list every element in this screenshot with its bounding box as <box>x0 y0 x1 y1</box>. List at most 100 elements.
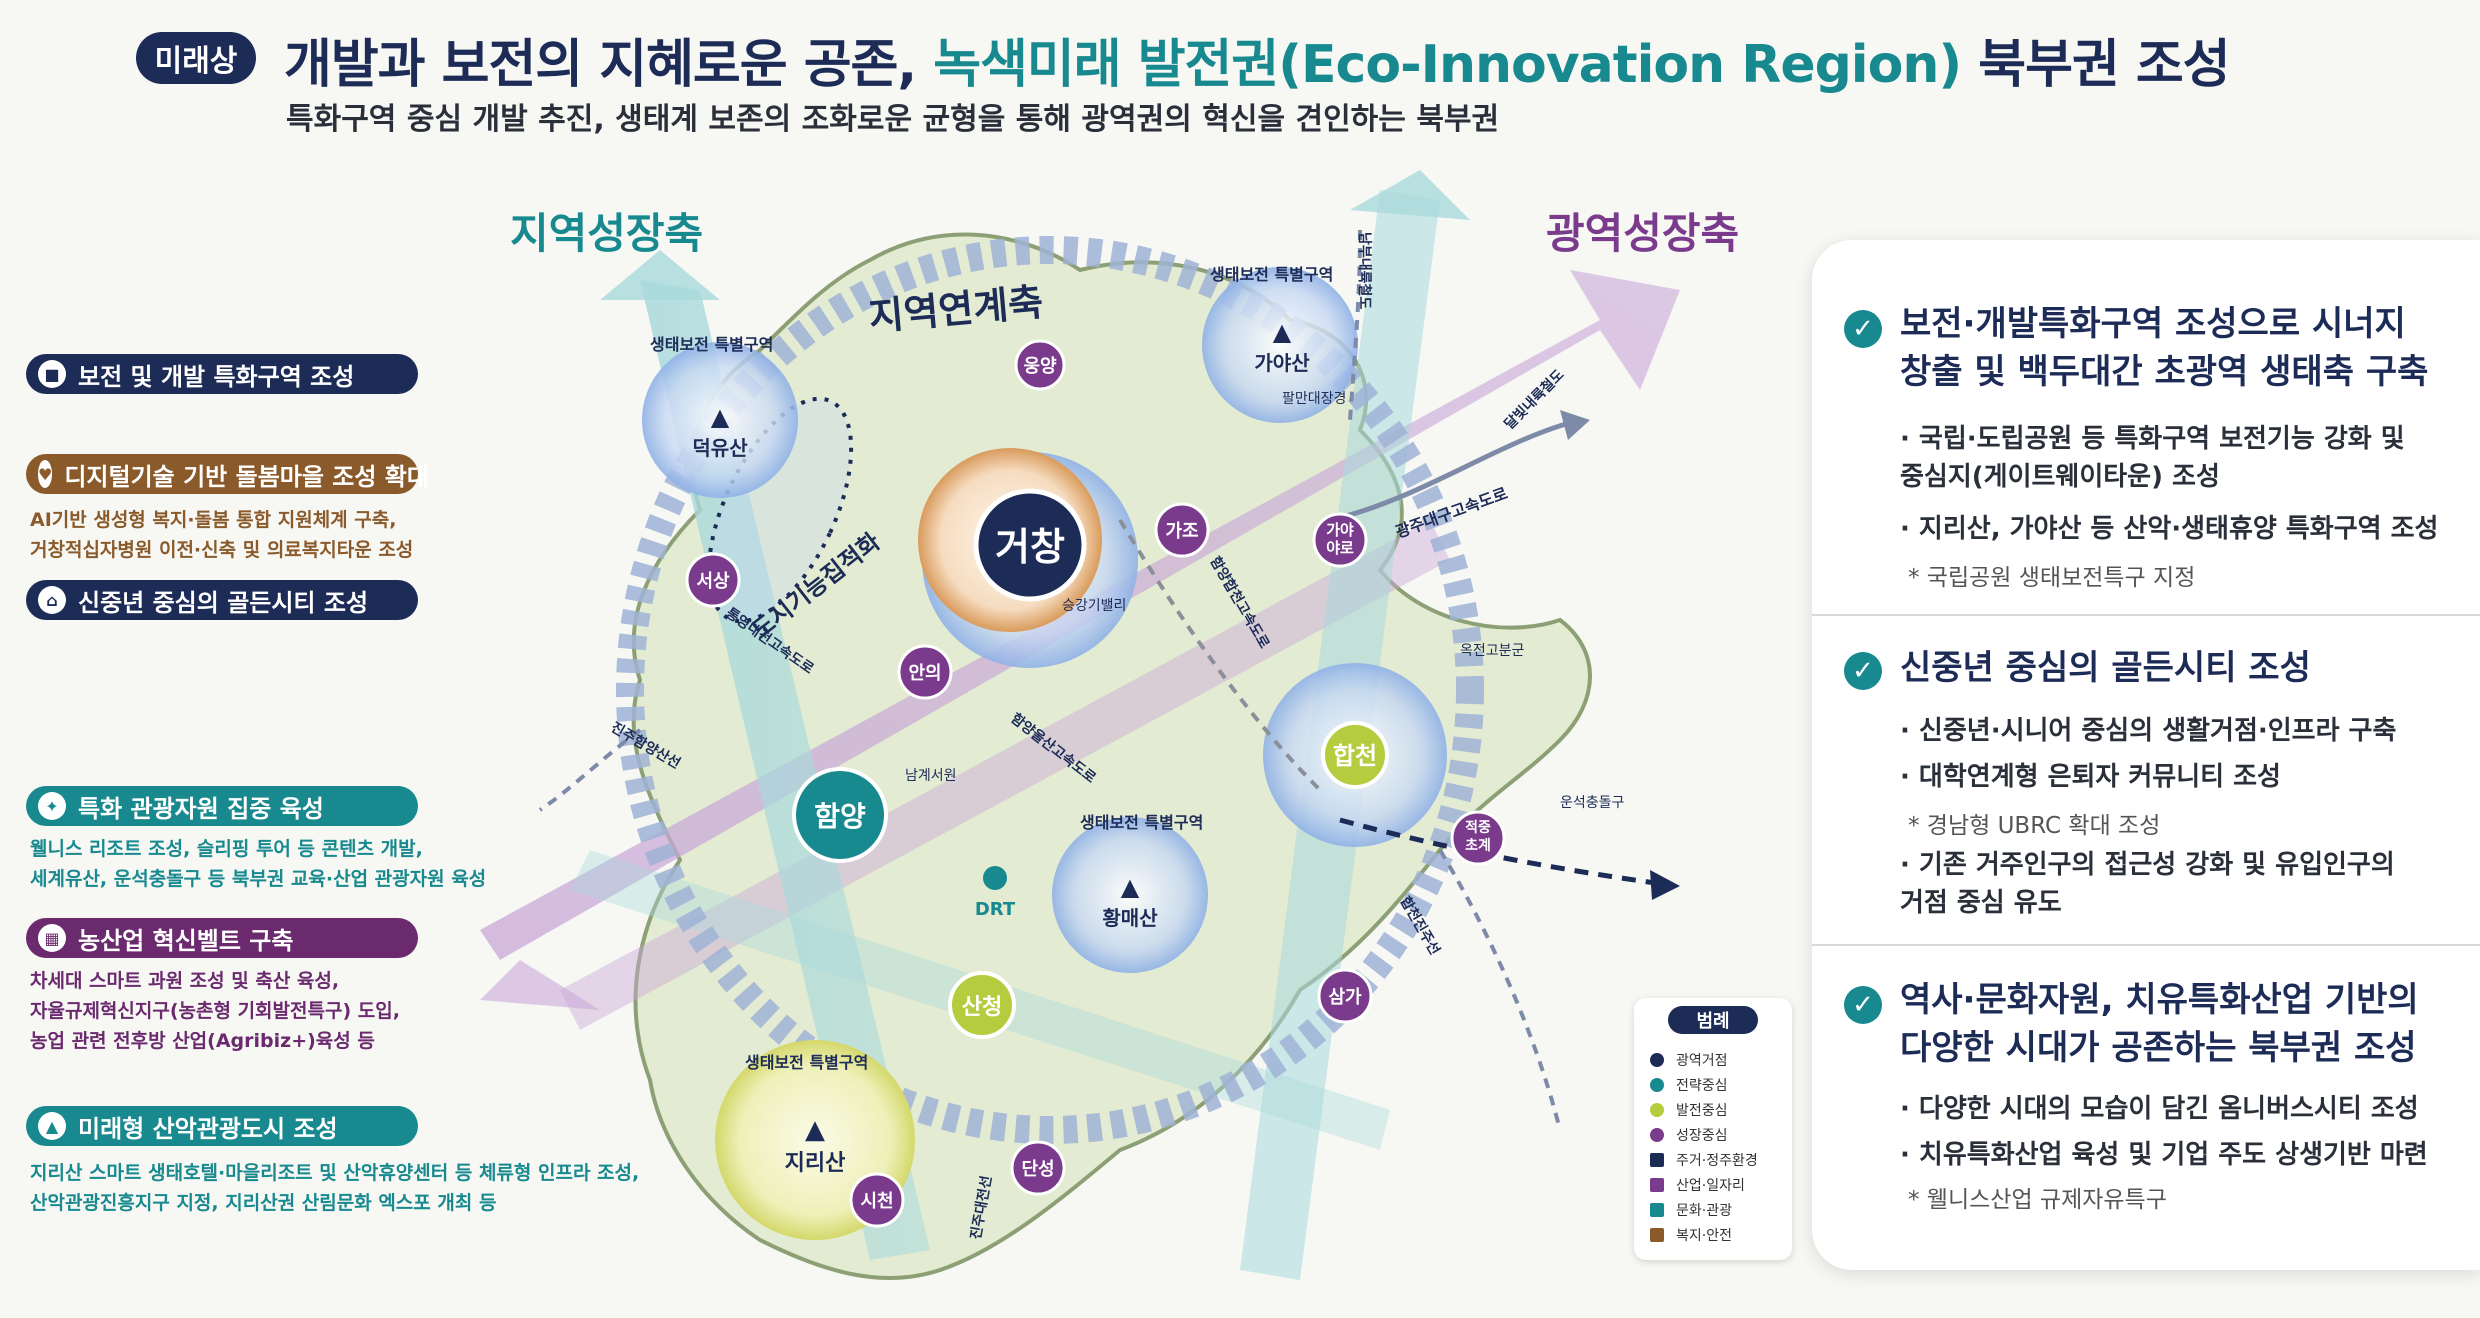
drt-label: DRT <box>975 899 1016 920</box>
mountain-icon: ▲ <box>1121 873 1140 901</box>
section2-bullets: · 신중년·시니어 중심의 생활거점·인프라 구축 · 대학연계형 은퇴자 커뮤… <box>1900 716 2397 792</box>
mountain-tourism-icon: ▲ <box>38 1112 66 1140</box>
jirisan-label: 지리산 <box>785 1151 846 1176</box>
section1-heading: 보전·개발특화구역 조성으로 시너지 창출 및 백두대간 초광역 생태축 구축 <box>1900 304 2429 392</box>
tourism-icon: ✦ <box>38 792 66 820</box>
dashed-line-north <box>1348 229 1362 421</box>
gayasan-zone <box>1202 267 1358 423</box>
regional-map: 웅양 가조 가야 야로 서상 안의 삼가 단성 시천 적중 초계 함양 합천 <box>480 170 1680 1281</box>
mountain-icon: ▲ <box>1273 318 1292 346</box>
divider <box>1812 944 2480 946</box>
left-item-tourism: ✦ 특화 관광자원 집중 육성 <box>26 786 418 826</box>
legend-item: 문화·관광 <box>1650 1200 1732 1220</box>
left-item-mountain-tourism: ▲ 미래형 산악관광도시 조성 <box>26 1106 418 1146</box>
section3-heading: 역사·문화자원, 치유특화산업 기반의 다양한 시대가 공존하는 북부권 조성 <box>1900 980 2419 1068</box>
section2-heading: 신중년 중심의 골든시티 조성 <box>1900 648 2311 688</box>
mountain-icon: ▲ <box>711 403 730 431</box>
hwangmaesan-label: 황매산 <box>1102 906 1158 930</box>
check-icon: ✓ <box>1844 652 1882 690</box>
svg-text:합천: 합천 <box>1333 742 1377 770</box>
eco-zone-label: 생태보전 특별구역 <box>745 1053 868 1072</box>
svg-text:웅양: 웅양 <box>1023 356 1057 377</box>
home-icon: ⌂ <box>38 586 66 614</box>
legend-title: 범례 <box>1668 1006 1758 1034</box>
legend-item: 발전중심 <box>1650 1100 1728 1120</box>
section2-note: * 경남형 UBRC 확대 조성 <box>1908 813 2161 839</box>
mountain-icon: ▲ <box>805 1115 825 1145</box>
left-item-label: 특화 관광자원 집중 육성 <box>78 794 324 823</box>
left-item-label: 보전 및 개발 특화구역 조성 <box>78 362 355 391</box>
railway-line <box>1329 417 1581 523</box>
link-axis-ring <box>616 236 1484 1144</box>
header-badge: 미래상 <box>136 32 256 84</box>
svg-text:시천: 시천 <box>860 1191 893 1212</box>
node-hamyang: 함양 <box>792 767 888 863</box>
page-title: 개발과 보전의 지혜로운 공존, 녹색미래 발전권(Eco-Innovation… <box>284 22 2231 97</box>
dashed-line-east <box>1339 817 1671 888</box>
building-icon: ■ <box>38 360 66 388</box>
legend-item: 성장중심 <box>1650 1125 1728 1145</box>
section3-note: * 웰니스산업 규제자유특구 <box>1908 1187 2167 1213</box>
node-sicheon: 시천 <box>849 1172 905 1228</box>
road-diagonal <box>1118 518 1322 792</box>
care-icon: ♥ <box>38 460 53 488</box>
svg-text:거창: 거창 <box>995 525 1065 569</box>
svg-text:야로: 야로 <box>1326 539 1354 557</box>
legend-item: 산업·일자리 <box>1650 1175 1745 1195</box>
gayasan-label: 가야산 <box>1254 351 1310 375</box>
svg-text:서상: 서상 <box>696 571 730 592</box>
namgye-label: 남계서원 <box>905 768 957 784</box>
eco-zone-label: 생태보전 특별구역 <box>1080 813 1203 832</box>
svg-text:단성: 단성 <box>1021 1159 1054 1180</box>
svg-text:적중: 적중 <box>1465 819 1491 836</box>
check-icon: ✓ <box>1844 310 1882 348</box>
title-end: 북부권 조성 <box>1961 35 2230 95</box>
divider <box>1812 614 2480 616</box>
svg-text:초계: 초계 <box>1465 838 1491 854</box>
wide-axis-title: 광역성장축 <box>1546 209 1740 258</box>
node-gajo: 가조 <box>1154 502 1210 558</box>
svg-text:가야: 가야 <box>1326 521 1354 539</box>
deogyusan-zone <box>642 342 798 498</box>
legend-item: 전략중심 <box>1650 1075 1728 1095</box>
section1-bullets: · 국립·도립공원 등 특화구역 보전기능 강화 및 중심지(게이트웨이타운) … <box>1900 424 2439 544</box>
hwangmaesan-zone <box>1052 817 1208 973</box>
left-desc-digital-care: AI기반 생성형 복지·돌봄 통합 지원체계 구축, 거창적십자병원 이전·신축… <box>30 509 414 561</box>
urban-corridor <box>706 396 854 624</box>
eco-zone-label: 생태보전 특별구역 <box>650 335 773 354</box>
left-item-golden-city: ⌂ 신중년 중심의 골든시티 조성 <box>26 580 418 620</box>
eco-zone-label: 생태보전 특별구역 <box>1210 265 1333 284</box>
left-item-conservation: ■ 보전 및 개발 특화구역 조성 <box>26 354 418 394</box>
okjeon-label: 옥전고분군 <box>1460 643 1525 659</box>
node-samga: 삼가 <box>1317 968 1373 1024</box>
node-ungyang: 웅양 <box>1014 339 1066 391</box>
svg-text:함양: 함양 <box>814 800 866 833</box>
section3-bullets: · 다양한 시대의 모습이 담긴 옴니버스시티 조성 · 치유특화산업 육성 및… <box>1900 1094 2428 1170</box>
left-item-label: 미래형 산악관광도시 조성 <box>78 1114 338 1143</box>
legend-item: 광역거점 <box>1650 1050 1728 1070</box>
node-geochang: 거창 <box>973 488 1087 602</box>
legend-item: 주거·정주환경 <box>1650 1150 1758 1170</box>
left-item-digital-care: ♥ 디지털기술 기반 돌봄마을 조성 확대 <box>26 454 429 494</box>
regional-axis-title: 지역성장축 <box>510 209 704 258</box>
node-gaya-yaro: 가야 야로 <box>1312 512 1368 568</box>
svg-text:삼가: 삼가 <box>1328 987 1362 1008</box>
section2-bullets2: · 기존 거주인구의 접근성 강화 및 유입인구의 거점 중심 유도 <box>1900 850 2395 918</box>
left-item-label: 디지털기술 기반 돌봄마을 조성 확대 <box>64 462 429 491</box>
node-sancheong: 산청 <box>948 971 1016 1039</box>
title-accent: 녹색미래 발전권(Eco-Innovation Region) <box>933 35 1962 95</box>
node-hapcheon: 합천 <box>1321 721 1389 789</box>
seunggang-label: 승강기밸리 <box>1062 598 1126 614</box>
deogyusan-label: 덕유산 <box>692 436 748 460</box>
svg-text:가조: 가조 <box>1165 521 1198 542</box>
page-subtitle: 특화구역 중심 개발 추진, 생태계 보존의 조화로운 균형을 통해 광역권의 … <box>286 102 1500 137</box>
right-panel <box>1812 240 2480 1270</box>
dashed-line-west <box>538 728 642 812</box>
dashed-line-south <box>1438 848 1562 1131</box>
node-seosang: 서상 <box>685 552 741 608</box>
left-item-label: 신중년 중심의 골든시티 조성 <box>78 588 369 617</box>
svg-text:안의: 안의 <box>908 663 941 684</box>
node-anui: 안의 <box>897 644 953 700</box>
title-main: 개발과 보전의 지혜로운 공존, <box>284 35 934 95</box>
legend-item: 복지·안전 <box>1650 1225 1732 1245</box>
